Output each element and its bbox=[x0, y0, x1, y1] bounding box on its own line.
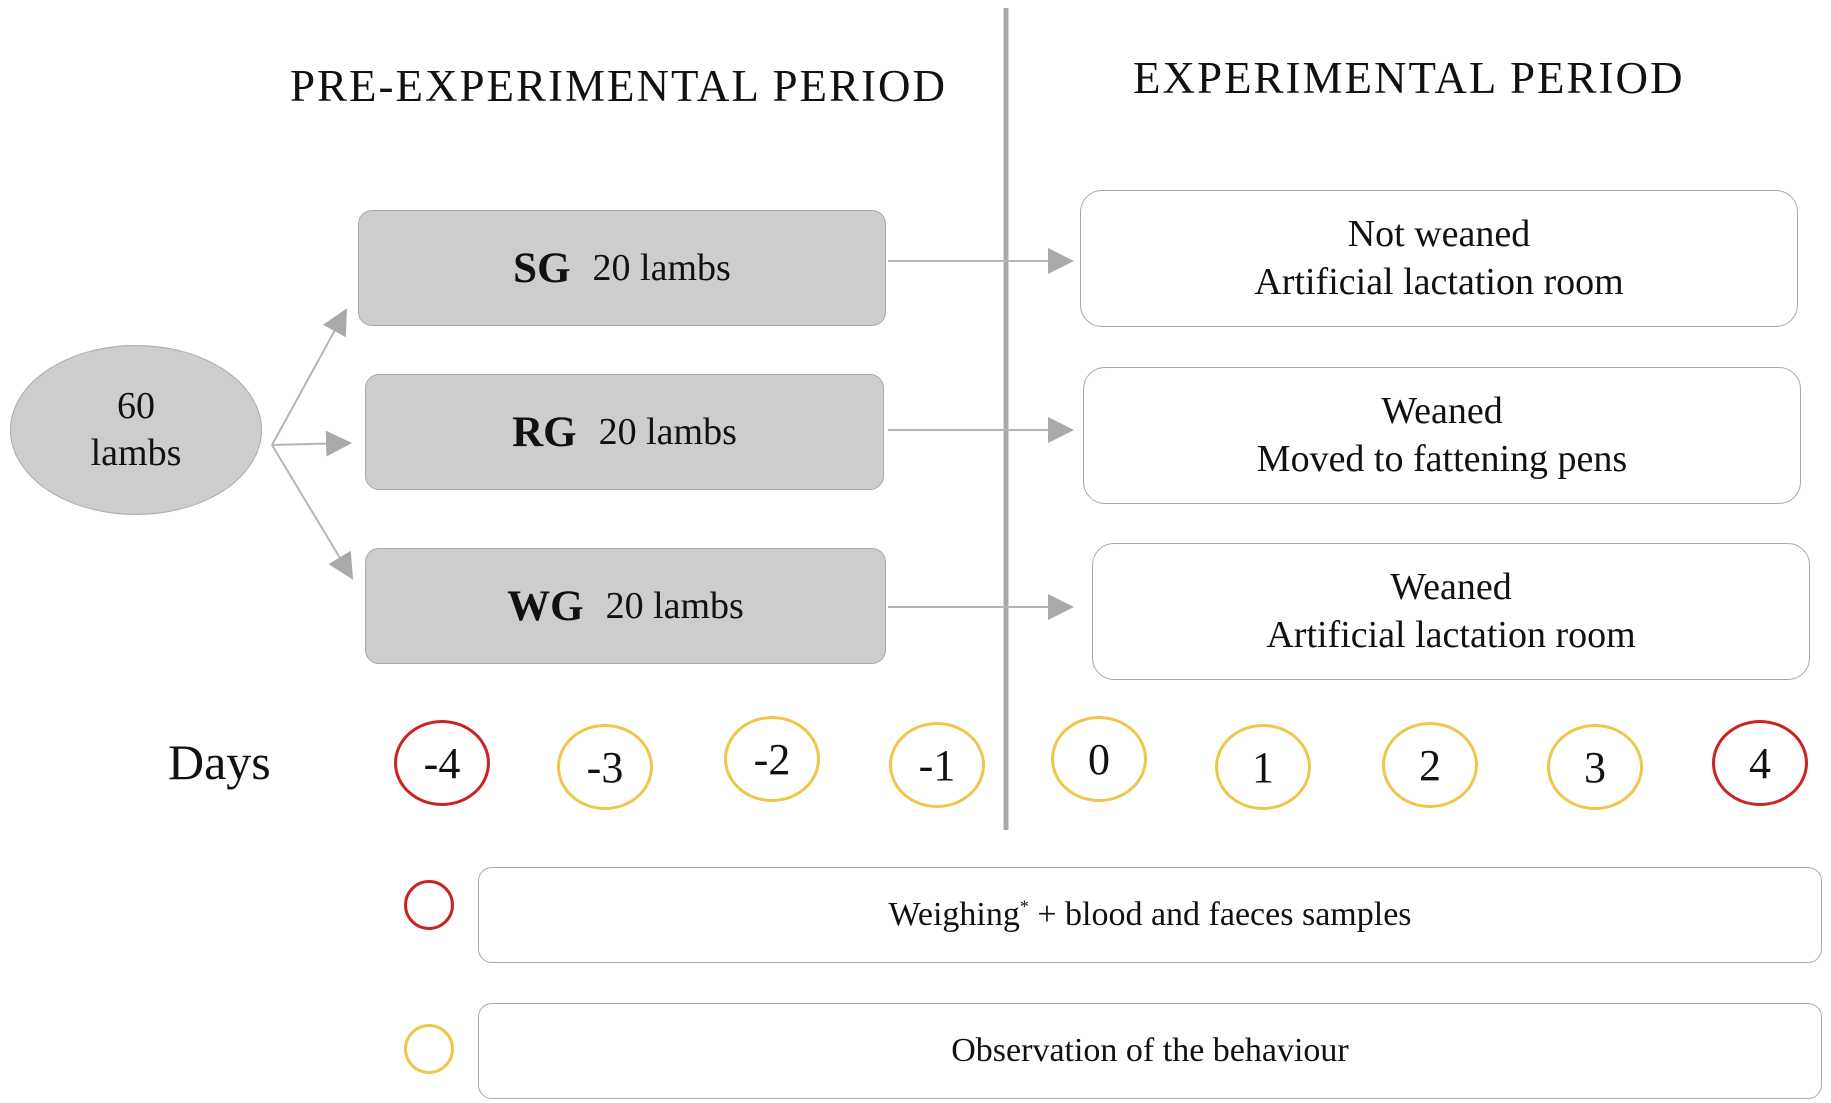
day--3-circle: -3 bbox=[557, 724, 653, 810]
day-3-circle: 3 bbox=[1547, 724, 1643, 810]
group-count: 20 lambs bbox=[598, 411, 737, 453]
observation-legend-box: Observation of the behaviour bbox=[478, 1003, 1822, 1099]
day--2-circle: -2 bbox=[724, 716, 820, 802]
pre-experimental-period-title: PRE-EXPERIMENTAL PERIOD bbox=[290, 61, 947, 111]
outcome-location: Artificial lactation room bbox=[1254, 260, 1624, 303]
day-2-circle: 2 bbox=[1382, 722, 1478, 808]
days-label: Days bbox=[168, 734, 271, 790]
group-code: RG bbox=[512, 408, 577, 456]
group-rg-box: RG 20 lambs bbox=[365, 374, 884, 490]
source-count: 60 bbox=[117, 384, 155, 427]
outcome-location: Moved to fattening pens bbox=[1256, 437, 1628, 480]
group-sg-box: SG 20 lambs bbox=[358, 210, 886, 326]
outcome-sg-box: Not weaned Artificial lactation room bbox=[1080, 190, 1798, 327]
outcome-location: Artificial lactation room bbox=[1266, 613, 1636, 656]
group-code: WG bbox=[507, 582, 584, 630]
day-4-circle: 4 bbox=[1712, 720, 1808, 806]
outcome-status: Weaned bbox=[1381, 390, 1503, 432]
day--1-circle: -1 bbox=[889, 722, 985, 808]
arrow-to-sg bbox=[271, 308, 347, 446]
group-count: 20 lambs bbox=[605, 585, 744, 627]
sampling-legend-text: Weighing* + blood and faeces samples bbox=[888, 896, 1412, 933]
arrow-to-wg bbox=[271, 444, 354, 580]
outcome-status: Weaned bbox=[1390, 566, 1512, 608]
outcome-status: Not weaned bbox=[1347, 213, 1531, 255]
sampling-legend-circle bbox=[404, 880, 454, 930]
experimental-period-title: EXPERIMENTAL PERIOD bbox=[1133, 53, 1685, 103]
observation-legend-text: Observation of the behaviour bbox=[951, 1032, 1349, 1069]
outcome-wg-box: Weaned Artificial lactation room bbox=[1092, 543, 1810, 680]
group-wg-box: WG 20 lambs bbox=[365, 548, 886, 664]
group-code: SG bbox=[513, 244, 571, 292]
day-0-circle: 0 bbox=[1051, 716, 1147, 802]
day-1-circle: 1 bbox=[1215, 724, 1311, 810]
arrow-to-rg bbox=[271, 430, 352, 457]
sampling-legend-box: Weighing* + blood and faeces samples bbox=[478, 867, 1822, 963]
lambs-source-node: 60 lambs bbox=[10, 345, 262, 515]
day--4-circle: -4 bbox=[394, 720, 490, 806]
group-count: 20 lambs bbox=[592, 247, 731, 289]
source-unit: lambs bbox=[90, 432, 182, 474]
observation-legend-circle bbox=[404, 1024, 454, 1074]
outcome-rg-box: Weaned Moved to fattening pens bbox=[1083, 367, 1801, 504]
